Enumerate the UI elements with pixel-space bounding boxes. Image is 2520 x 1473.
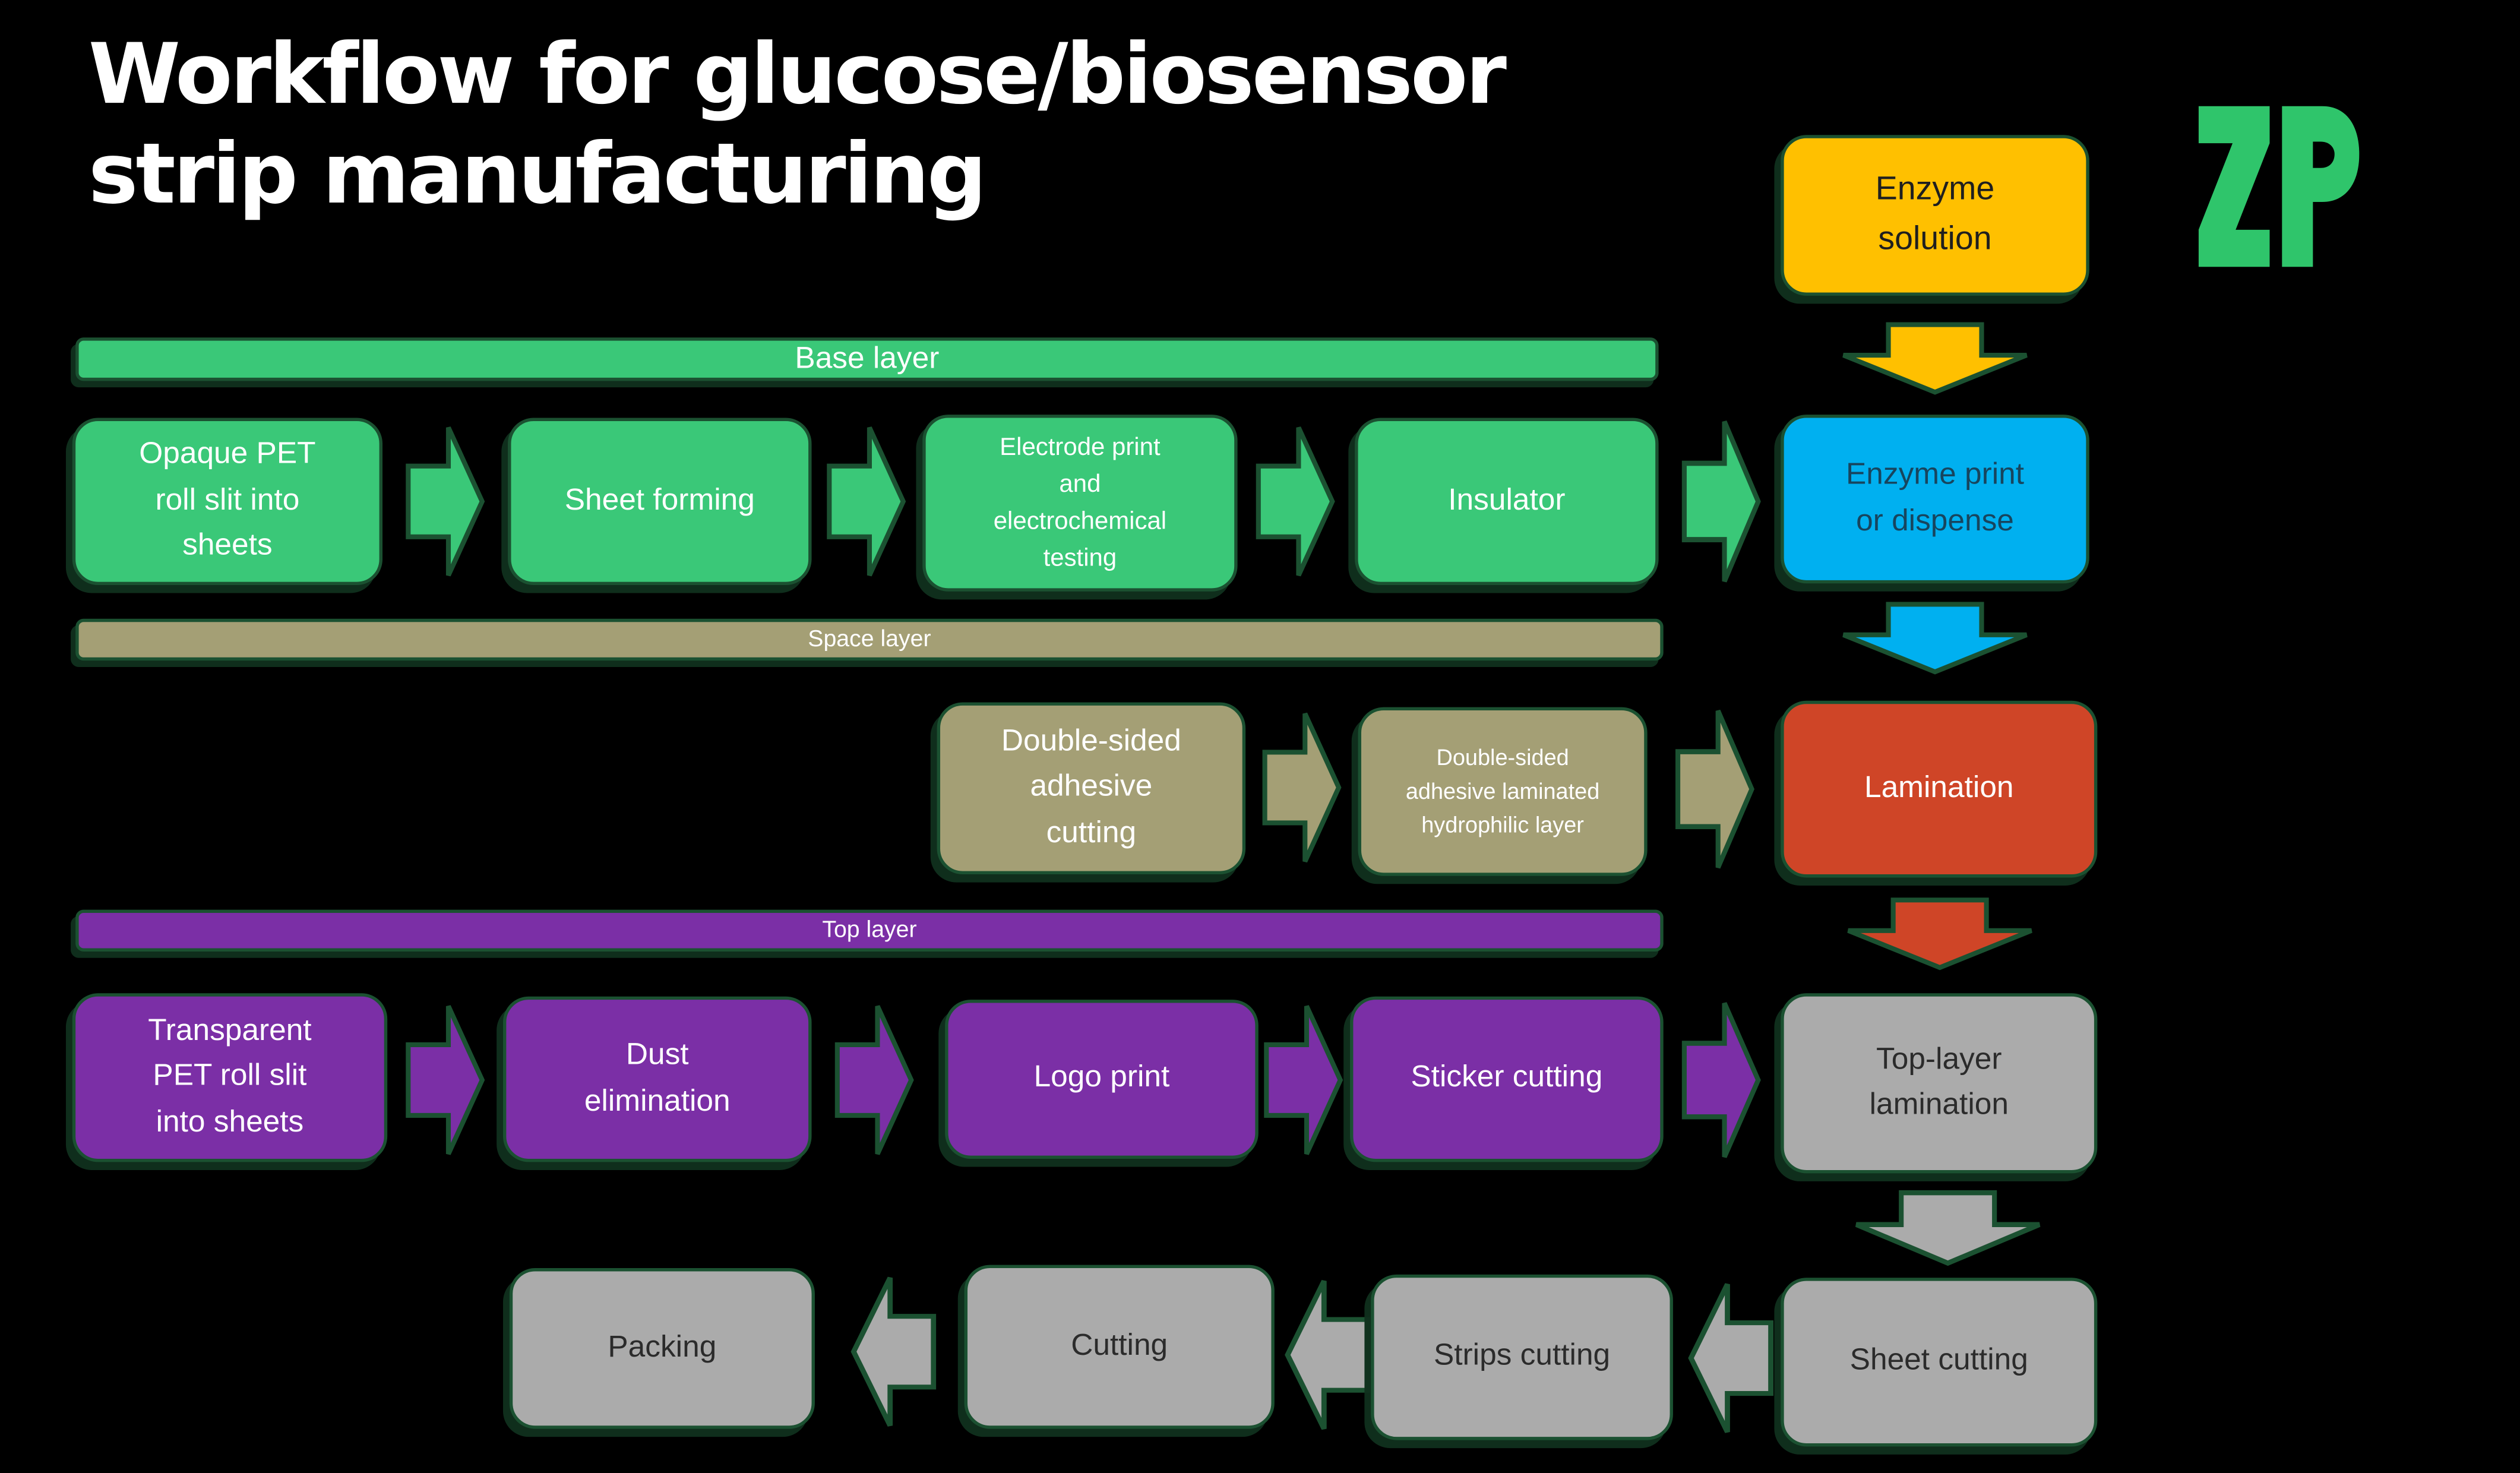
zp-logo-icon [2198, 106, 2360, 267]
arrow-left-icon [1285, 1279, 1370, 1430]
arrow-right-icon [1681, 421, 1761, 583]
arrow-right-icon [1681, 1002, 1761, 1158]
arrow-down-icon [1842, 602, 2028, 675]
node-sheet-forming: Sheet forming [508, 418, 812, 585]
page-title-line1: Workflow for glucose/biosensor [88, 27, 1507, 124]
node-ds-adhesive-cutting: Double-sided adhesive cutting [937, 702, 1246, 875]
node-enzyme-print: Enzyme print or dispense [1781, 415, 2089, 584]
arrow-down-icon [1842, 322, 2028, 395]
node-insulator: Insulator [1355, 418, 1659, 585]
node-top-layer-lamination: Top-layer lamination [1781, 993, 2098, 1174]
arrow-down-icon [1847, 897, 2032, 971]
arrow-right-icon [1256, 426, 1335, 577]
page-title-line2: strip manufacturing [88, 127, 987, 225]
node-transparent-pet: Transparent PET roll slit into sheets [72, 993, 388, 1162]
arrow-right-icon [1264, 1005, 1343, 1155]
base-layer-bar: Base layer [75, 337, 1659, 381]
node-enzyme-solution: Enzyme solution [1781, 135, 2089, 296]
node-strips-cutting: Strips cutting [1371, 1274, 1673, 1440]
node-dust-elimination: Dust elimination [502, 996, 812, 1162]
node-packing: Packing [509, 1268, 815, 1429]
node-ds-adhesive-laminated: Double-sided adhesive laminated hydrophi… [1358, 707, 1648, 876]
node-logo-print: Logo print [945, 1000, 1259, 1159]
arrow-left-icon [850, 1276, 937, 1427]
arrow-right-icon [406, 1005, 485, 1155]
arrow-right-icon [1675, 709, 1754, 869]
space-layer-bar: Space layer [75, 618, 1664, 661]
arrow-right-icon [834, 1005, 914, 1155]
arrow-right-icon [406, 426, 485, 577]
node-opaque-pet: Opaque PET roll slit into sheets [72, 418, 383, 585]
arrow-right-icon [827, 426, 906, 577]
node-sheet-cutting: Sheet cutting [1781, 1278, 2098, 1447]
node-cutting: Cutting [964, 1265, 1275, 1429]
arrow-right-icon [1262, 712, 1342, 863]
node-sticker-cutting: Sticker cutting [1350, 996, 1664, 1162]
node-lamination: Lamination [1781, 700, 2098, 878]
arrow-down-icon [1855, 1190, 2041, 1266]
arrow-left-icon [1688, 1283, 1773, 1433]
node-electrode-print: Electrode print and electrochemical test… [922, 415, 1238, 592]
top-layer-bar: Top layer [75, 909, 1664, 952]
